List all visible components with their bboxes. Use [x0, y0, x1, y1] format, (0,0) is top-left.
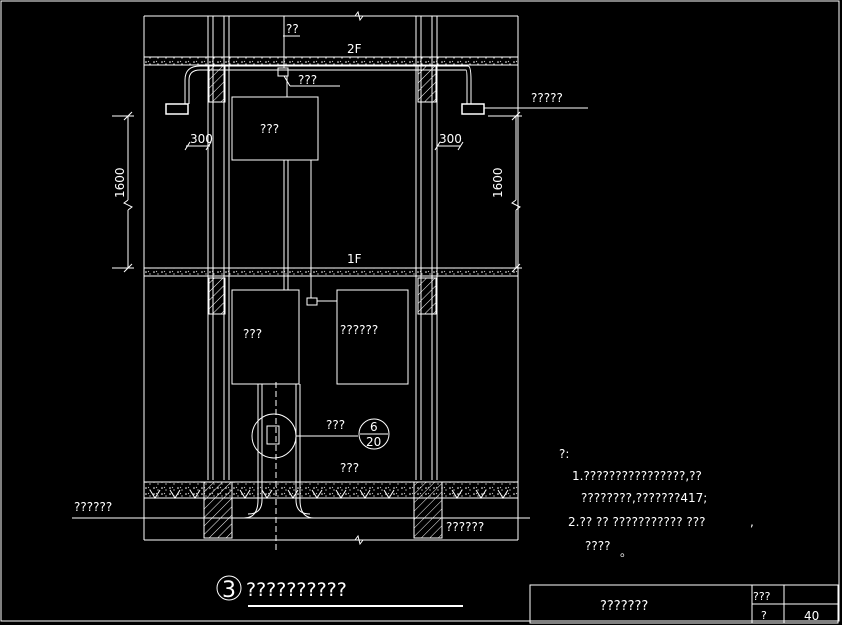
circle-top-number: 6 — [370, 420, 378, 434]
ground-slab — [72, 481, 530, 539]
notes-line-2: ????????,???????417; — [581, 491, 707, 505]
title-block: ??????? ??? ? 40 — [529, 584, 839, 624]
upper-box-label: ??? — [260, 122, 279, 136]
dim-300-right-text: 300 — [439, 132, 462, 146]
reference-circle — [358, 418, 390, 450]
ground-left-label: ?????? — [74, 500, 112, 514]
small-box-label: ??? — [326, 418, 345, 432]
light-fixture-left — [165, 103, 189, 115]
dimension-left — [112, 111, 134, 273]
titleblock-label-a: ??? — [753, 590, 771, 603]
right-top-label: ????? — [531, 91, 563, 105]
lower-right-panel-box — [336, 289, 409, 385]
titleblock-name: ??????? — [600, 599, 648, 614]
column-right — [415, 16, 438, 480]
titleblock-label-b: ? — [761, 609, 767, 622]
ground-right-label: ?????? — [446, 520, 484, 534]
meter-symbol — [266, 425, 280, 445]
floor-1f-label: 1F — [347, 252, 362, 266]
drawing-title: ?????????? — [246, 579, 347, 601]
dimension-right — [488, 111, 522, 273]
column-left — [207, 16, 230, 480]
notes-block: ?: 1.????????????????,?? ????????,??????… — [559, 447, 754, 559]
light-fixture-right — [461, 103, 485, 115]
ceiling-conduit — [184, 65, 472, 104]
detail-circle — [251, 413, 297, 459]
dim-1600-left-text: 1600 — [113, 167, 127, 198]
dim-1600-right-text: 1600 — [491, 167, 505, 198]
small-connector-box — [306, 297, 318, 306]
notes-line-1: 1.????????????????,?? — [572, 469, 702, 483]
junction-box — [277, 67, 289, 77]
dimension-300-right — [434, 141, 464, 151]
lower-left-box-label: ??? — [243, 327, 262, 341]
circle-bottom-number: 20 — [366, 435, 381, 449]
lower-right-box-label: ?????? — [340, 323, 378, 337]
dim-300-left-text: 300 — [190, 132, 213, 146]
notes-line-4: ???? — [585, 539, 610, 553]
junction-label: ??? — [298, 73, 317, 87]
lower-left-panel-box — [231, 289, 300, 385]
title-number: 3 — [222, 578, 236, 603]
notes-line-3: 2.?? ?? ??????????? ??? — [568, 515, 706, 529]
dimension-300-left — [184, 141, 212, 151]
floor-2f-label: 2F — [347, 42, 362, 56]
slab-1f — [143, 267, 519, 277]
slab-2f — [143, 56, 519, 66]
notes-line-4-mark: 。 — [620, 545, 632, 559]
notes-line-3-mark: , — [750, 515, 754, 529]
notes-heading: ?: — [559, 447, 569, 461]
title-number-circle — [216, 575, 242, 601]
under-label: ??? — [340, 461, 359, 475]
ground-conduits — [243, 382, 315, 550]
top-note-label: ?? — [286, 22, 299, 36]
titleblock-value: 40 — [804, 609, 819, 623]
upper-panel-box — [231, 96, 319, 161]
building-outline — [143, 10, 519, 546]
